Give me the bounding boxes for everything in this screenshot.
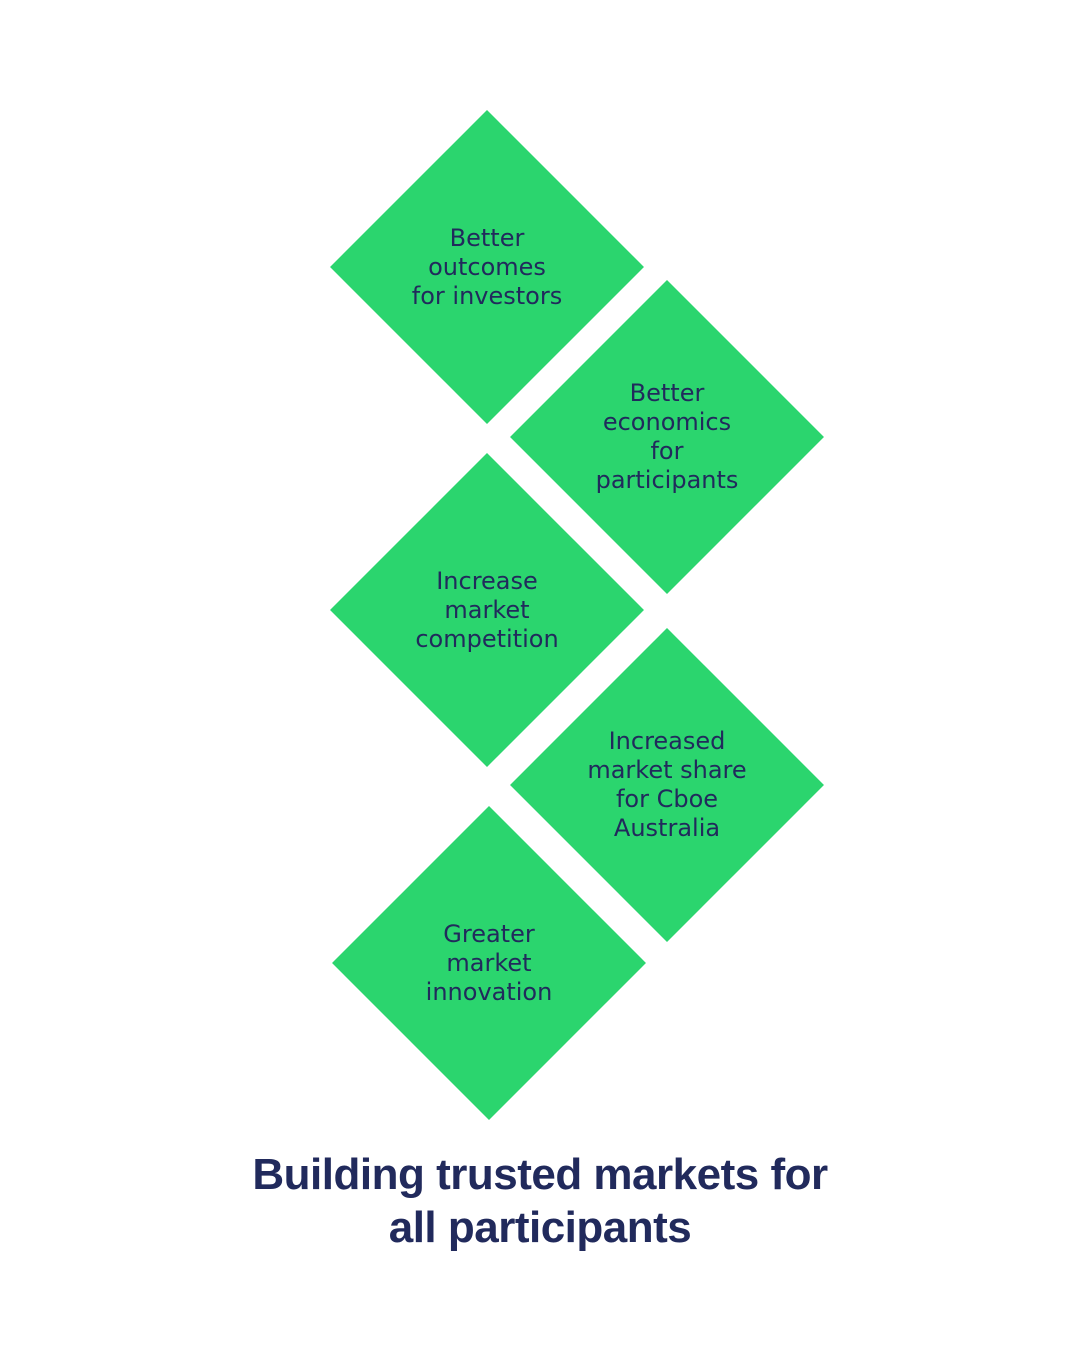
diamond-increase-competition-label: Increase market competition xyxy=(415,566,559,653)
diamond-better-outcomes-label: Better outcomes for investors xyxy=(411,223,563,310)
diamond-greater-innovation: Greater market innovation xyxy=(332,806,646,1120)
page-title: Building trusted markets for all partici… xyxy=(252,1150,828,1252)
diamond-inner: Greater market innovation xyxy=(378,852,600,1074)
diamond-better-economics-label: Better economics for participants xyxy=(595,379,739,494)
diamond-increased-market-share-label: Increased market share for Cboe Australi… xyxy=(587,727,747,842)
diamond-greater-innovation-label: Greater market innovation xyxy=(425,919,553,1006)
